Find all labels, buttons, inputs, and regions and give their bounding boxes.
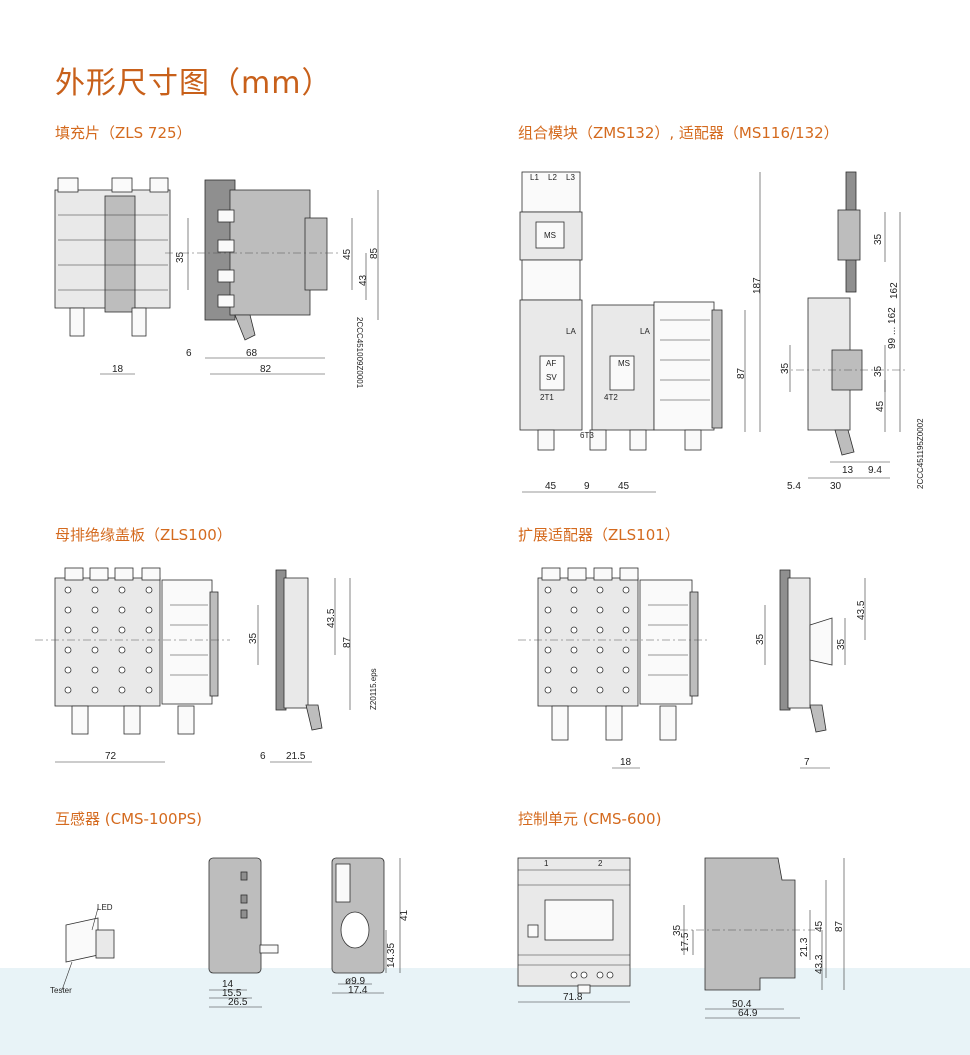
transformer-label-led: LED [97,903,113,912]
module-label-l3: L3 [566,173,575,182]
filler-dim-43: 43 [358,274,369,286]
busbar-dim-43-5: 43.5 [326,608,337,628]
transformer-dim-17-4: 17.4 [348,985,368,996]
module-label-ms-2: MS [618,359,630,368]
busbar-holes [64,586,153,694]
busbar-front-view [35,567,230,735]
adapter-dim-18: 18 [620,757,632,768]
filler-dim-45: 45 [342,248,353,260]
transformer-dim-9-9: ø9.9 [345,976,365,987]
filler-dim-18: 18 [112,364,124,375]
module-label-6t3: 6T3 [580,431,594,440]
busbar-dim-87: 87 [342,636,353,648]
adapter-dim-35-right: 35 [836,638,847,650]
control-dimension-lines [518,858,845,1019]
module-drawing-code: 2CCC451195Z0002 [916,418,925,489]
transformer-side-view [208,857,279,974]
module-side-view [807,171,863,456]
module-dim-45-b: 45 [618,481,630,492]
transformer-dim-14-35: 14.35 [386,943,397,968]
module-dim-45-side: 45 [875,400,886,412]
section-title-adapter: 扩展适配器（ZLS101） [518,526,680,544]
filler-dimension-lines [100,190,379,375]
module-label-ms-1: MS [544,231,556,240]
busbar-dim-35: 35 [248,632,259,644]
section-title-filler: 填充片（ZLS 725） [55,124,192,142]
filler-dim-35: 35 [175,251,186,263]
control-dim-17-5: 17.5 [680,932,691,952]
module-label-l1: L1 [530,173,539,182]
filler-dim-85: 85 [369,247,380,259]
footer-band [0,968,970,1055]
busbar-dim-6: 6 [260,751,266,762]
control-dim-21-3: 21.3 [799,937,810,957]
module-dim-5-4: 5.4 [787,481,801,492]
control-front-view [517,857,631,994]
busbar-dim-21-5: 21.5 [286,751,306,762]
control-dim-43-3: 43.3 [814,954,825,974]
module-label-la-2: LA [640,327,650,336]
module-dim-9: 9 [584,481,590,492]
filler-dim-82: 82 [260,364,272,375]
adapter-front-view [518,567,710,741]
adapter-dim-7: 7 [804,757,810,768]
filler-drawing-code: 2CCC451009Z0001 [355,317,364,389]
transformer-label-tester: Tester [50,986,72,995]
module-dim-162: 162 [889,282,900,299]
filler-dim-6: 6 [186,348,192,359]
module-label-2t1: 2T1 [540,393,554,402]
busbar-drawing-code: Z20115.eps [369,668,378,710]
transformer-front-view [331,857,385,974]
control-terminal-2: 2 [598,859,603,868]
module-label-sv: SV [546,373,557,382]
adapter-dim-43-5: 43.5 [856,600,867,620]
module-dim-35-left: 35 [780,362,791,374]
module-dim-87: 87 [736,367,747,379]
section-title-control: 控制单元 (CMS-600) [518,810,662,828]
section-title-transformer: 互感器 (CMS-100PS) [55,810,203,828]
module-dim-35-mid: 35 [873,365,884,377]
adapter-dim-35-left: 35 [755,633,766,645]
transformer-iso-view [61,907,115,991]
module-dim-99-162: 99 ... 162 [887,307,898,349]
section-title-module: 组合模块（ZMS132）, 适配器（MS116/132） [518,124,839,142]
filler-front-view [54,177,171,337]
adapter-holes [544,586,630,694]
control-dim-50-4: 50.4 [732,999,752,1010]
control-dim-71-8: 71.8 [563,992,583,1003]
control-dim-87: 87 [834,920,845,932]
control-side-view [680,857,815,991]
control-dim-64-9: 64.9 [738,1008,758,1019]
module-dim-45-a: 45 [545,481,557,492]
module-dimension-lines [522,172,905,493]
control-dim-35: 35 [672,924,683,936]
busbar-dimension-lines [55,578,351,763]
busbar-dim-72: 72 [105,751,117,762]
module-label-l2: L2 [548,173,557,182]
busbar-side-view [275,569,323,731]
module-label-la-1: LA [566,327,576,336]
page-title: 外形尺寸图（mm） [55,66,333,101]
module-dim-9-4: 9.4 [868,465,882,476]
filler-side-view [165,179,340,341]
filler-dim-68: 68 [246,348,258,359]
transformer-dim-41: 41 [399,909,410,921]
transformer-dim-26-5: 26.5 [228,997,248,1008]
control-dim-45: 45 [814,920,825,932]
transformer-dim-14: 14 [222,979,234,990]
module-dim-187: 187 [752,277,763,294]
module-label-af: AF [546,359,556,368]
transformer-dim-15-5: 15.5 [222,988,242,999]
module-dim-13: 13 [842,465,854,476]
transformer-dimension-lines [209,858,401,1008]
module-label-4t2: 4T2 [604,393,618,402]
module-dim-30: 30 [830,481,842,492]
control-terminal-1: 1 [544,859,549,868]
adapter-dimension-lines [612,578,866,769]
module-front-view [519,171,723,451]
adapter-side-view [779,569,833,733]
section-title-busbar: 母排绝缘盖板（ZLS100） [55,526,232,544]
module-dim-35-top: 35 [873,233,884,245]
